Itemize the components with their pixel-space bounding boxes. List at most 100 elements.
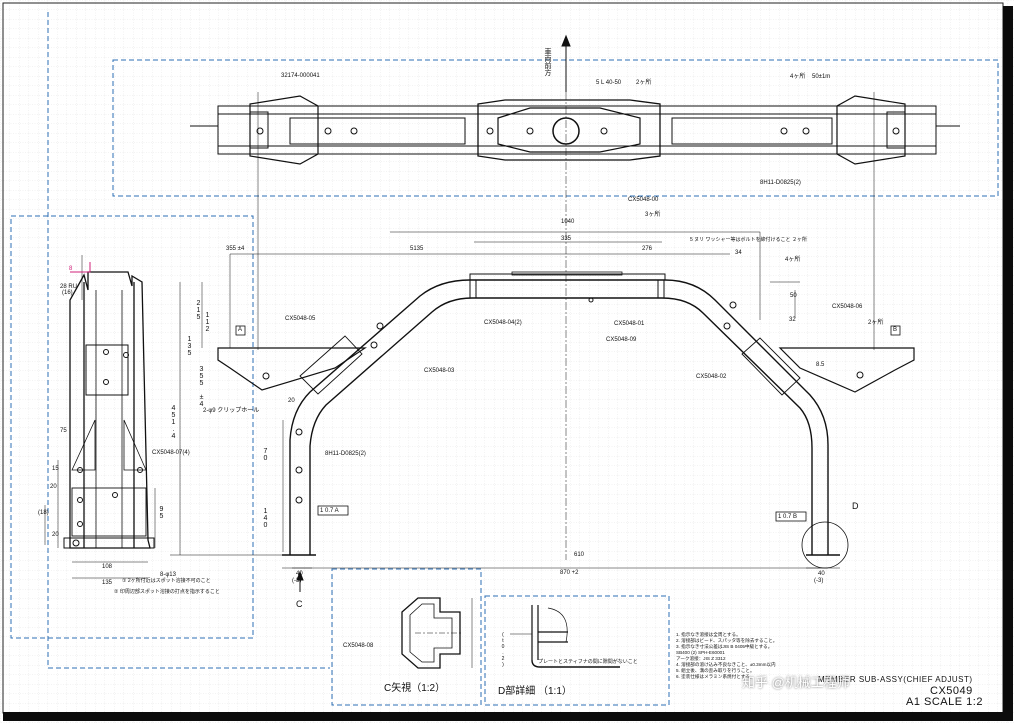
view-c-caption: C矢視（1:2）	[384, 683, 446, 694]
side-dim-215: 215	[195, 300, 202, 321]
dim-50: 50	[790, 293, 797, 299]
top-label-6: 8H11-D0825(2)	[760, 180, 801, 186]
note-line: 2. 溶接部はビード、スパッタ等を除去すること。	[676, 638, 778, 643]
dim-40-left: 40	[296, 571, 303, 577]
arrow-c-label: C	[296, 599, 303, 609]
top-label-4: 4ヶ所	[790, 74, 806, 80]
top-view	[190, 50, 960, 560]
side-dim-75: 75	[60, 428, 67, 434]
dim-140: 140	[262, 508, 269, 529]
note-line: 3. 指示なき寸法公差はJIS B 0405中級とする。	[676, 644, 773, 649]
side-holes	[72, 349, 143, 547]
side-note-1: ① 2ヶ所付近はスポット溶接不可のこと	[122, 578, 211, 584]
title-sheet: A1 SCALE 1:2	[906, 696, 983, 708]
title-name: MEMBER SUB-ASSY(CHIEF ADJUST)	[818, 675, 973, 684]
frame-top-view	[112, 59, 999, 197]
top-label-2: 5 L 40-50	[596, 80, 622, 86]
side-dim-355: 355 ±4	[198, 366, 205, 408]
border-shadow-bottom	[3, 712, 1013, 721]
title-code: CX5049	[930, 685, 973, 697]
note-line: 4. 溶接部の溶け込み不良なきこと、±0.3mm以内	[676, 662, 776, 667]
dim-32: 32	[789, 317, 796, 323]
front-note-small: 5 ヌリ ワッシャー等はボルトを締付けること ２ヶ所	[690, 237, 807, 243]
view-d-caption: D部詳細 （1:1）	[498, 686, 572, 697]
tol-right: 1 0.7 B	[778, 514, 798, 520]
arch-inner	[309, 297, 813, 555]
front-holes	[262, 297, 864, 504]
dim-4places: 4ヶ所	[785, 257, 801, 263]
dim-1040: 1040	[561, 219, 575, 225]
view-d-section	[510, 605, 620, 668]
side-note-2: ② 印周辺部スポット溶接の打点を指示すること	[114, 589, 220, 595]
dim-335: 335	[561, 236, 572, 242]
dim-870: 870 +2	[560, 570, 579, 576]
side-dim-112: 112	[204, 312, 211, 333]
dim-355: 355 ±4	[226, 246, 245, 252]
side-dim-28ru: 28 RU	[60, 284, 78, 290]
side-dim-20b: 20	[52, 532, 59, 538]
front-part-7: CX5048-02	[696, 374, 727, 380]
top-label-1: 32174-000041	[281, 73, 320, 79]
side-outline	[69, 271, 151, 549]
frame-side-view	[10, 215, 254, 639]
dim-m3-left: (-3)	[292, 578, 302, 584]
dim-85: 8.5	[816, 362, 825, 368]
side-dim-135b: 135	[102, 580, 113, 586]
border-shadow-right	[1003, 6, 1013, 718]
side-dim-451: 451.4	[170, 405, 177, 440]
direction-label: 車両前方	[544, 48, 551, 76]
frame-view-d	[484, 595, 670, 706]
view-c-part: CX5048-08	[343, 643, 374, 649]
front-part-4: CX5048-09	[606, 337, 637, 343]
side-view	[63, 271, 155, 549]
arrow-c	[296, 570, 304, 592]
dim-610: 610	[574, 552, 585, 558]
note-line: 5. 組立後、溝の歪み取りを行うこと。	[676, 668, 755, 673]
front-part-5: CX5048-05	[285, 316, 316, 322]
frame-view-c	[331, 568, 482, 706]
dim-20: 20	[288, 398, 295, 404]
tol-left: 1 0.7 A	[320, 508, 339, 514]
side-hole-note: 8-φ13	[160, 572, 176, 578]
front-part-3: CX5048-01	[614, 321, 645, 327]
dim-40-right: 40	[818, 571, 825, 577]
front-part-9: 8H11-D0825(2)	[325, 451, 366, 457]
top-label-5: 50±1m	[812, 74, 831, 80]
note-line: アーク溶接：JIS Z 3312	[676, 656, 726, 661]
general-notes: 1. 指示なき溶接は全周とする。 2. 溶接部はビード、スパッタ等を除去すること…	[676, 632, 926, 680]
view-c-section	[401, 597, 473, 669]
clip-label: 2-φ9 クリップホール	[203, 408, 260, 414]
front-part-1: CX5048-00	[628, 197, 659, 203]
side-dim-20a: 20	[50, 484, 57, 490]
dim-m3-right: (-3)	[814, 578, 824, 584]
datum-b-label: B	[893, 327, 898, 333]
direction-arrow	[561, 34, 571, 92]
view-d-note: プレートとスティフナの間に隙間がないこと	[538, 659, 638, 665]
frame-outer-left	[47, 12, 330, 669]
note-line: SB400 (2) SPH-E60001	[676, 650, 725, 655]
side-pink-marker	[70, 262, 91, 273]
dim-5135: 5135	[410, 246, 424, 252]
top-beam-outline	[217, 105, 937, 155]
datum-boxes	[235, 325, 901, 522]
dim-2places: 2ヶ所	[868, 320, 884, 326]
dim-34: 34	[735, 250, 742, 256]
note-line: 1. 指示なき溶接は全周とする。	[676, 632, 741, 637]
front-dimensions	[170, 231, 840, 569]
front-part-6: CX5048-03	[424, 368, 455, 374]
side-dim-16: (16)	[62, 290, 73, 296]
side-dim-108: 108	[102, 564, 113, 570]
side-dim-95: 95	[158, 506, 165, 520]
front-part-2: CX5048-04(2)	[484, 320, 522, 326]
side-part-label: CX5048-07(4)	[152, 450, 190, 456]
dim-3places: 3ヶ所	[645, 212, 661, 218]
dim-276: 276	[642, 246, 653, 252]
datum-a-label: A	[238, 327, 243, 333]
side-dim-8: 8	[69, 266, 73, 272]
side-dimensions	[44, 255, 156, 579]
watermark: 知乎 @机械工程师	[742, 675, 850, 690]
side-dim-15: 15	[52, 466, 59, 472]
detail-d-label: D	[852, 501, 859, 511]
